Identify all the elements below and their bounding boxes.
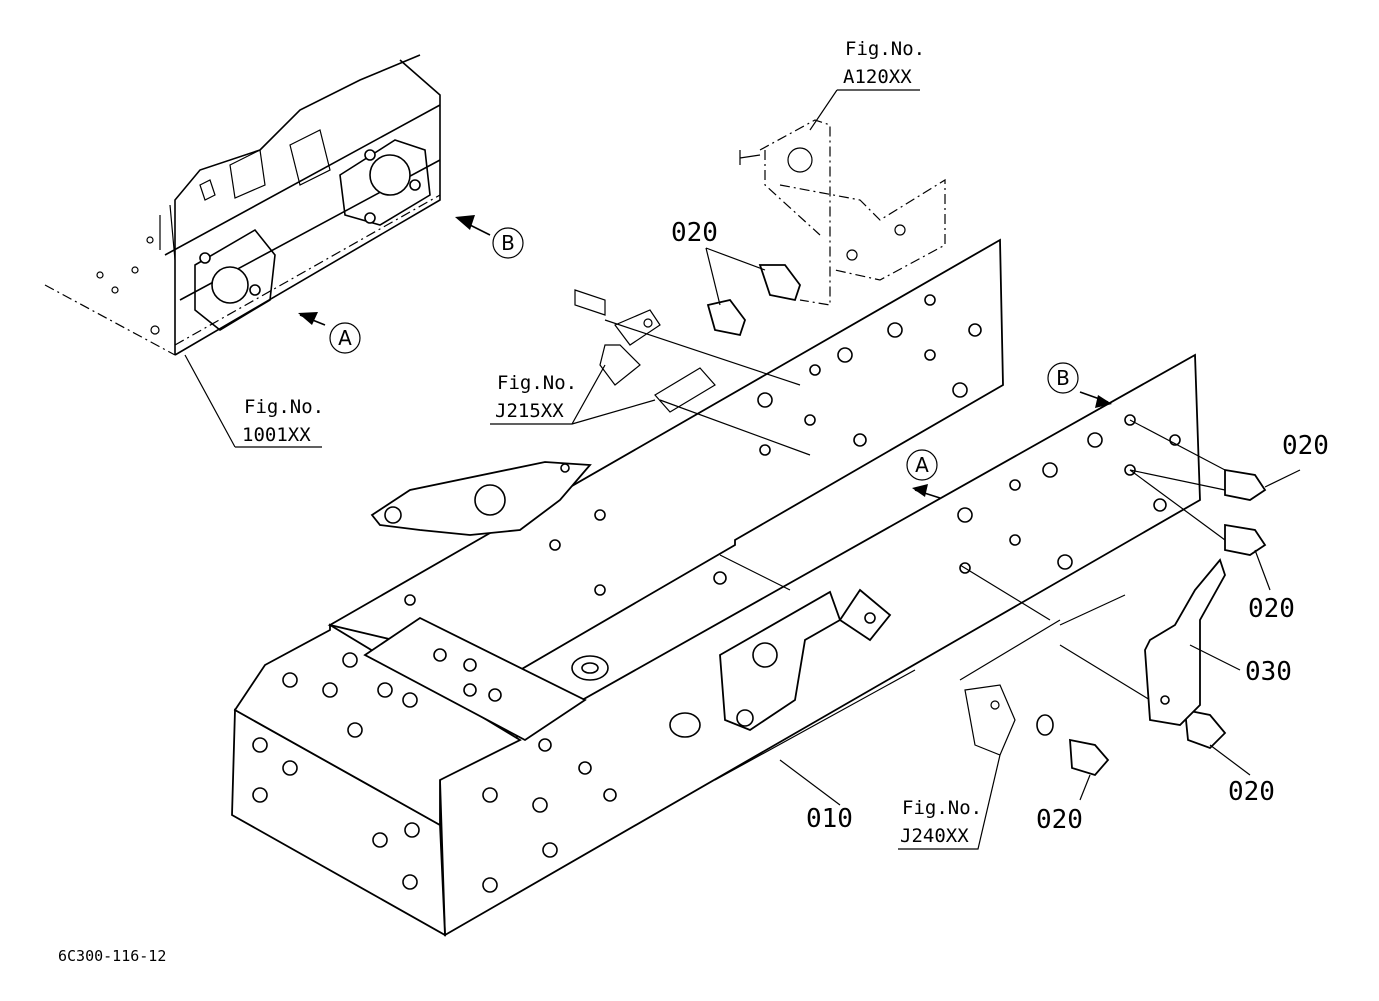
part-number-020-top: 020 xyxy=(671,218,718,248)
main-frame xyxy=(231,238,1201,937)
plate-030 xyxy=(1144,558,1226,726)
part-number-020-right3: 020 xyxy=(1228,777,1275,807)
figure-code: 6C300-116-12 xyxy=(58,947,166,965)
svg-text:B: B xyxy=(501,231,515,255)
mounting-bracket xyxy=(739,119,946,306)
part-number-020-right1: 020 xyxy=(1282,431,1329,461)
part-number-030: 030 xyxy=(1245,657,1292,687)
leader-lines xyxy=(184,89,1301,850)
view-arrows xyxy=(298,215,1112,499)
svg-text:A: A xyxy=(915,453,929,477)
callout-1001-line2: 1001XX xyxy=(242,424,311,446)
svg-text:A: A xyxy=(338,326,352,350)
view-marker-a-engine: A xyxy=(329,322,361,354)
bolts xyxy=(706,264,1267,777)
view-marker-a-frame: A xyxy=(906,449,938,481)
engine-block xyxy=(44,54,441,356)
svg-text:B: B xyxy=(1056,366,1070,390)
callout-j240-line1: Fig.No. xyxy=(902,797,982,819)
clamp-j215 xyxy=(574,289,811,456)
callout-1001-line1: Fig.No. xyxy=(244,396,324,418)
view-marker-b-engine: B xyxy=(492,227,524,259)
part-number-010: 010 xyxy=(806,804,853,834)
callout-j215-line2: J215XX xyxy=(495,400,564,422)
part-number-020-right2: 020 xyxy=(1248,594,1295,624)
callout-j240-line2: J240XX xyxy=(900,825,969,847)
view-marker-b-frame: B xyxy=(1047,362,1079,394)
part-number-020-bottom: 020 xyxy=(1036,805,1083,835)
callout-a120-line1: Fig.No. xyxy=(845,38,925,60)
callout-j215-line1: Fig.No. xyxy=(497,372,577,394)
callout-a120-line2: A120XX xyxy=(843,66,912,88)
